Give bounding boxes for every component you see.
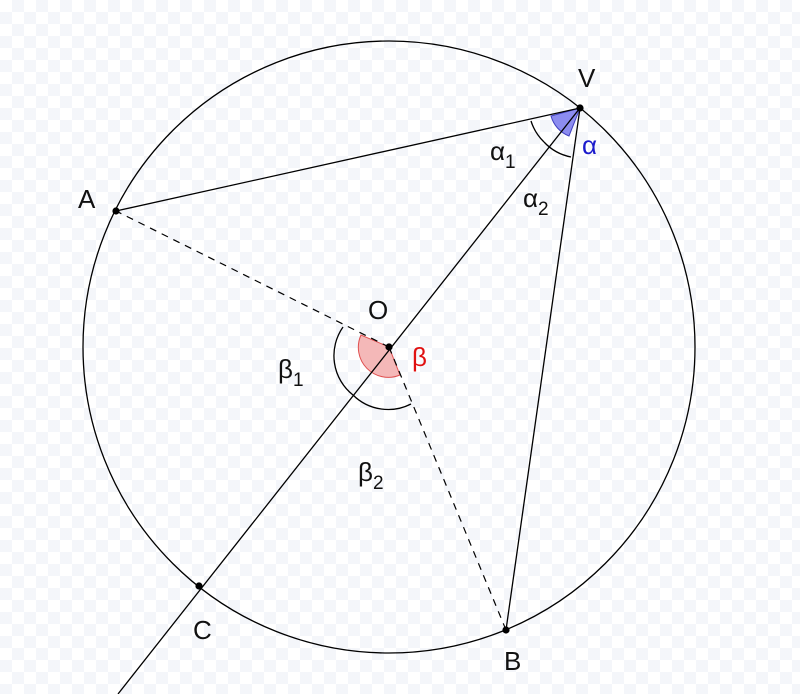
segment-VA [115, 107, 581, 212]
label-alpha1-symbol: α [490, 136, 505, 166]
label-beta1: β1 [278, 354, 304, 391]
label-beta1-symbol: β [278, 354, 293, 384]
label-A: A [78, 184, 96, 214]
label-beta: β [412, 342, 427, 372]
label-beta2-subscript: 2 [373, 473, 384, 494]
label-alpha: α [582, 130, 597, 160]
angle-beta-sector [357, 334, 401, 378]
point-O [385, 343, 393, 351]
radius-OA-dashed [115, 210, 390, 348]
label-alpha2-symbol: α [523, 183, 538, 213]
label-B: B [504, 646, 521, 676]
segment-VB [505, 107, 581, 631]
angle-beta2-arc [352, 394, 412, 411]
label-beta1-subscript: 1 [293, 370, 304, 391]
angle-alpha2-arc [543, 141, 572, 158]
angle-alpha-sector [550, 107, 581, 137]
angle-alpha1-arc [530, 120, 545, 143]
circumcircle [82, 40, 696, 654]
point-A [112, 207, 120, 215]
point-B [502, 626, 510, 634]
label-O: O [368, 295, 388, 325]
point-V [576, 104, 584, 112]
label-alpha1: α1 [490, 136, 516, 173]
point-C [195, 582, 203, 590]
label-beta2: β2 [358, 457, 384, 494]
label-alpha1-subscript: 1 [505, 152, 516, 173]
line-VC-through-O [117, 107, 581, 694]
angle-beta1-arc [333, 326, 354, 396]
label-C: C [193, 615, 212, 645]
label-alpha2: α2 [523, 183, 549, 220]
label-beta2-symbol: β [358, 457, 373, 487]
label-alpha2-subscript: 2 [538, 199, 549, 220]
label-V: V [578, 63, 596, 93]
radius-OB-dashed [388, 346, 507, 631]
